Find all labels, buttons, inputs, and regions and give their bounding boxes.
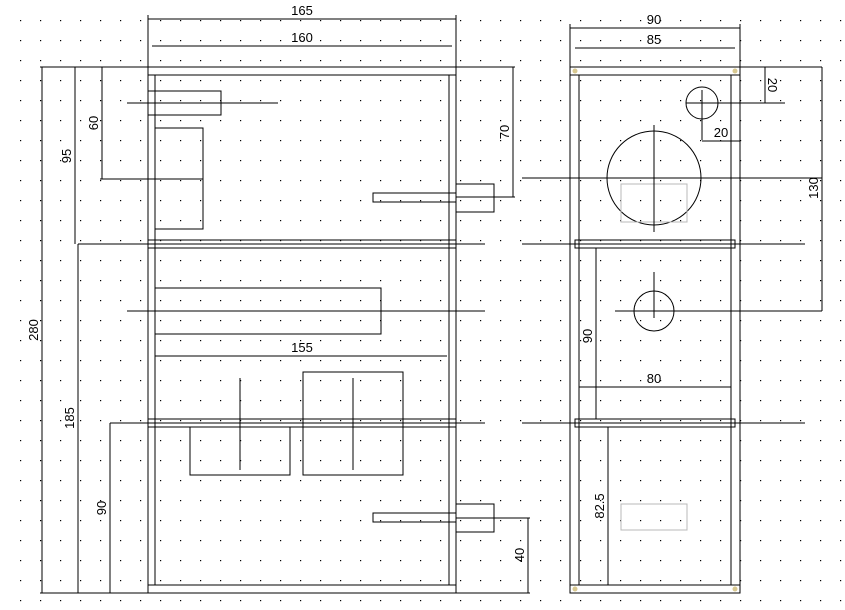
dim-chamber-height: 90: [580, 329, 595, 343]
dim-port-bottom-offset: 40: [512, 548, 527, 562]
front-upper-port-flange: [455, 183, 495, 213]
dim-inner-depth: 85: [647, 32, 661, 47]
dim-inner-width: 160: [291, 30, 313, 45]
dim-terminal-side-offset: 20: [714, 125, 728, 140]
dim-bottom-height-front: 90: [94, 501, 109, 515]
dim-lower-height: 185: [62, 407, 77, 429]
dim-upper-height: 95: [59, 149, 74, 163]
front-view: 165 160 155 280 95 60 185 90 70 40: [26, 3, 530, 594]
front-lower-block-right: [302, 371, 404, 476]
dim-bottom-height-side: 82.5: [592, 493, 607, 518]
dim-chamber-depth: 80: [647, 371, 661, 386]
dim-shelf-width: 155: [291, 340, 313, 355]
dim-total-height: 280: [26, 319, 41, 341]
dim-hole-offset: 60: [86, 116, 101, 130]
dim-terminal-top-offset: 20: [765, 78, 780, 92]
dim-overall-depth: 90: [647, 12, 661, 27]
side-view: 90 85 20 20 130 90 80 82.5: [522, 12, 823, 594]
dim-port-top-offset: 70: [497, 125, 512, 139]
dim-driver-height: 130: [806, 177, 821, 199]
side-outer-panel: [569, 66, 741, 594]
dot-grid: [10, 10, 845, 610]
side-bottom-plate: [620, 503, 688, 531]
dim-overall-width: 165: [291, 3, 313, 18]
